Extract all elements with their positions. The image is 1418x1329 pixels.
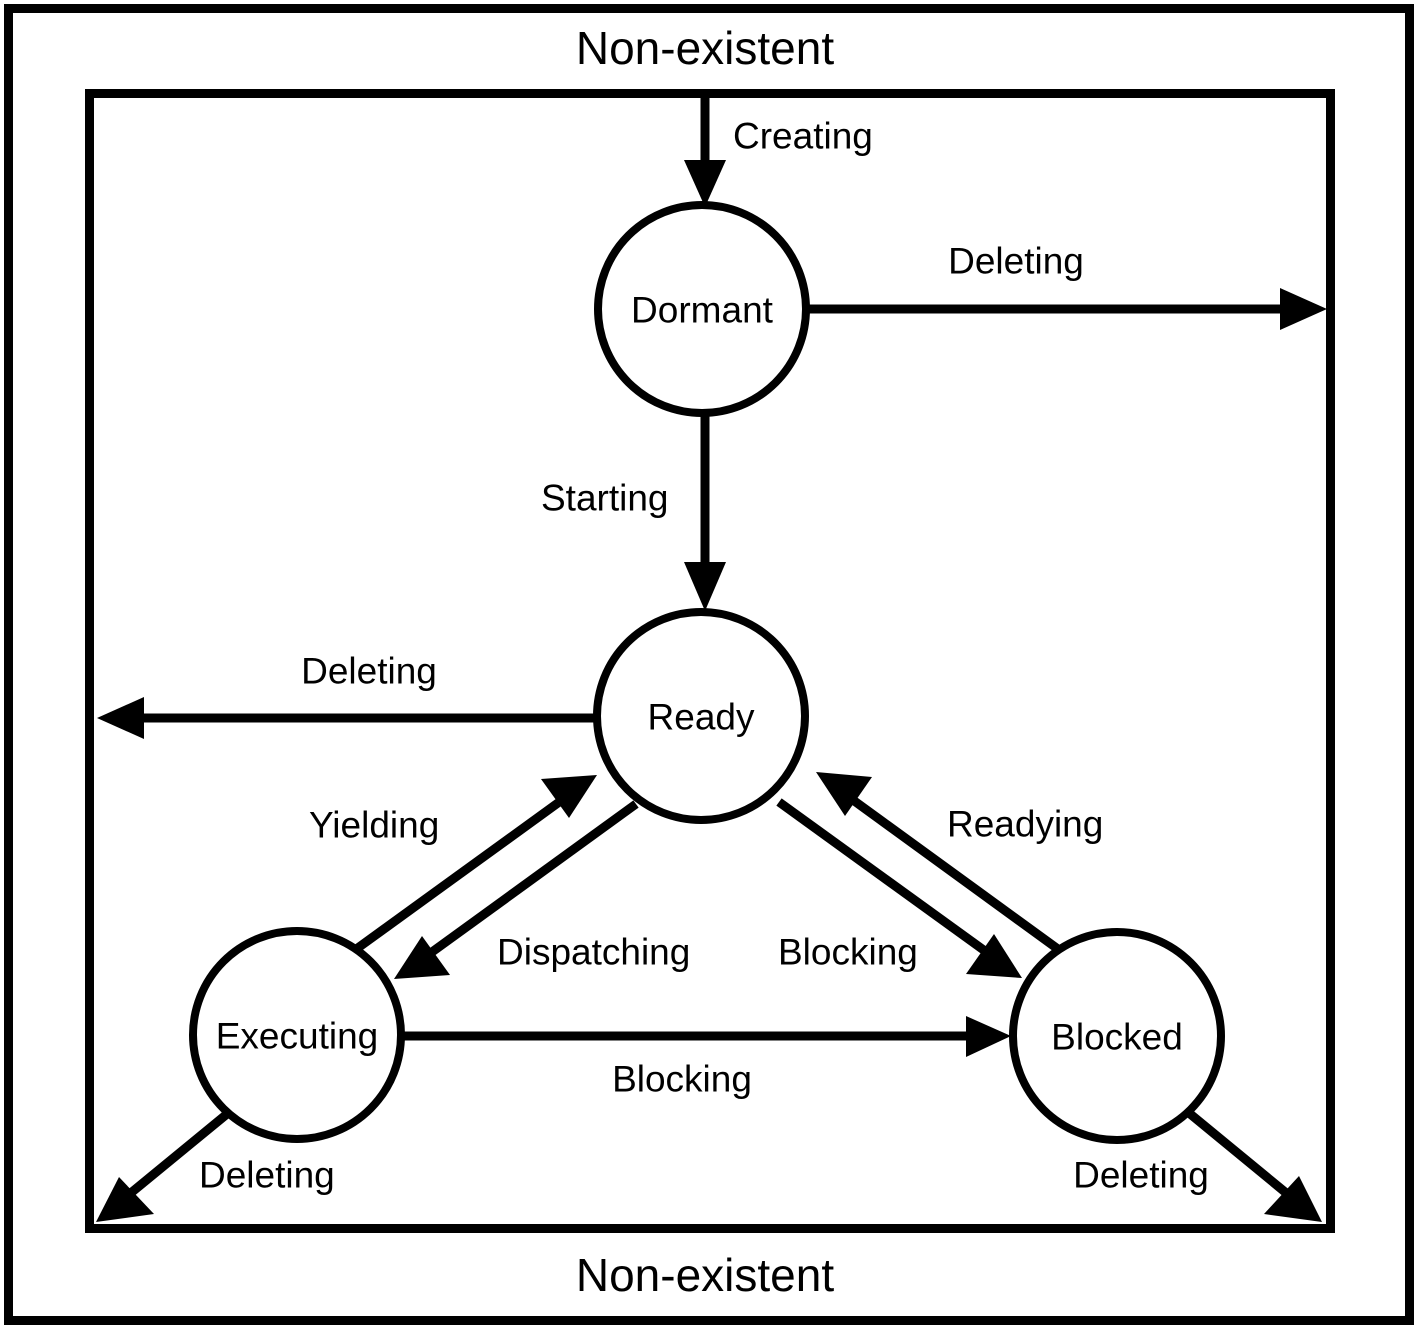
dispatching-label: Dispatching [497, 932, 690, 973]
starting-arrow-head [684, 562, 726, 611]
blocking-ready-edge-line [776, 798, 988, 955]
state-node-executing[interactable]: Executing [189, 927, 405, 1143]
outer-frame-border [4, 4, 1414, 1325]
yielding-edge-line [352, 796, 565, 954]
transition-blocking-executing: Blocking [401, 1016, 1011, 1100]
transition-creating: Creating [684, 98, 873, 207]
transition-deleting-dormant: Deleting [808, 241, 1327, 330]
ready-circle[interactable] [593, 608, 809, 824]
transition-deleting-ready: Deleting [97, 651, 597, 739]
blocked-label: Blocked [1051, 1017, 1183, 1058]
blocking-ready-label: Blocking [778, 932, 918, 973]
transition-deleting-executing: Deleting [96, 1110, 335, 1222]
executing-label: Executing [216, 1016, 379, 1057]
dormant-circle[interactable] [594, 201, 810, 417]
deleting-executing-label: Deleting [199, 1155, 335, 1196]
yielding-arrow-head [541, 775, 597, 818]
blocking-executing-label: Blocking [612, 1059, 752, 1100]
blocking-ready-arrow-head [966, 934, 1022, 978]
transition-blocking-ready: Blocking [776, 798, 1022, 978]
deleting-dormant-arrow-head [1280, 288, 1327, 330]
state-node-ready[interactable]: Ready [593, 608, 809, 824]
deleting-ready-arrow-head [97, 697, 144, 739]
inner-frame-border [85, 89, 1335, 1233]
deleting-executing-edge-line [129, 1110, 230, 1196]
transition-yielding: Yielding [309, 775, 597, 954]
creating-label: Creating [733, 116, 873, 157]
deleting-blocked-arrow-head [1264, 1176, 1322, 1222]
deleting-dormant-label: Deleting [948, 241, 1084, 282]
dispatching-edge-line [429, 800, 639, 956]
state-node-dormant[interactable]: Dormant [594, 201, 810, 417]
deleting-ready-label: Deleting [301, 651, 437, 692]
transition-deleting-blocked: Deleting [1073, 1109, 1322, 1222]
transition-starting: Starting [541, 415, 726, 611]
transition-readying: Readying [816, 772, 1103, 956]
blocked-circle[interactable] [1009, 928, 1225, 1144]
ready-label: Ready [648, 697, 755, 738]
state-node-blocked[interactable]: Blocked [1009, 928, 1225, 1144]
executing-circle[interactable] [189, 927, 405, 1143]
transition-dispatching: Dispatching [394, 800, 690, 979]
dispatching-arrow-head [394, 936, 450, 979]
readying-label: Readying [947, 804, 1103, 845]
region-label-top: Non-existent [576, 22, 834, 74]
region-label-bottom: Non-existent [576, 1249, 834, 1301]
creating-arrow-head [684, 160, 726, 207]
yielding-label: Yielding [309, 805, 439, 846]
deleting-blocked-edge-line [1186, 1109, 1288, 1196]
deleting-blocked-label: Deleting [1073, 1155, 1209, 1196]
starting-label: Starting [541, 478, 669, 519]
blocking-executing-arrow-head [966, 1016, 1011, 1057]
dormant-label: Dormant [631, 290, 774, 331]
readying-arrow-head [816, 772, 872, 816]
deleting-executing-arrow-head [96, 1177, 154, 1222]
readying-edge-line [850, 796, 1065, 956]
